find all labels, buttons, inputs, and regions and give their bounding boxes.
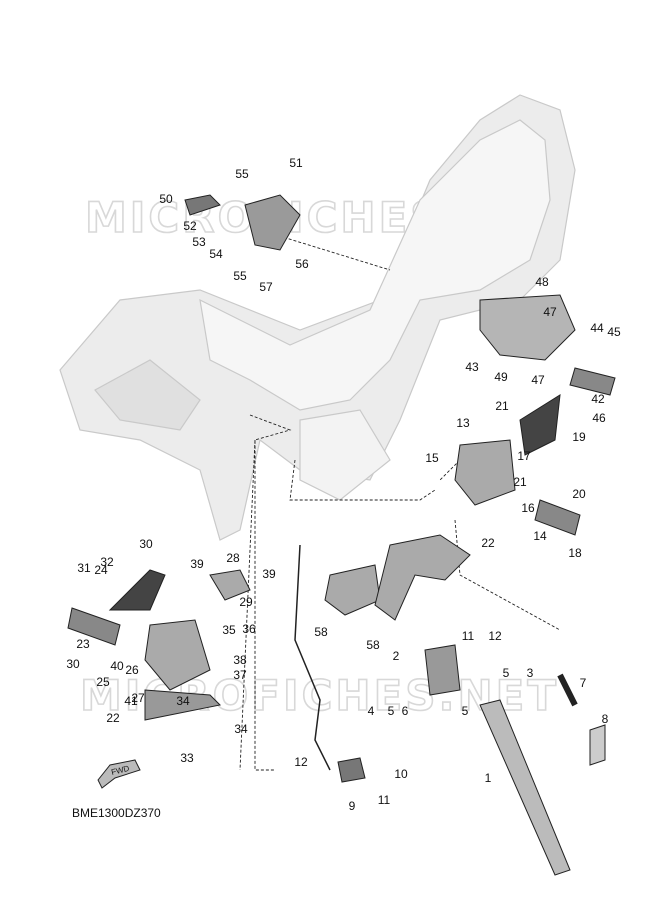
- callout-51: 51: [289, 156, 303, 170]
- callout-8: 8: [602, 712, 609, 726]
- callout-19: 19: [572, 430, 586, 444]
- callout-39: 39: [262, 567, 276, 581]
- parts: [67, 194, 616, 876]
- rear-footrest-bracket: [244, 194, 301, 251]
- callout-32: 32: [100, 555, 114, 569]
- callout-34: 34: [234, 722, 248, 736]
- footrest-peg-left: [67, 607, 121, 646]
- sidestand: [479, 699, 571, 876]
- footrest-bracket-right: [454, 439, 516, 506]
- heel-guard-right: [519, 394, 561, 456]
- callout-48: 48: [535, 275, 549, 289]
- callout-44: 44: [590, 321, 604, 335]
- fwd-label: FWD: [110, 764, 130, 777]
- callout-43: 43: [465, 360, 479, 374]
- callout-30: 30: [66, 657, 80, 671]
- callout-22: 22: [481, 536, 495, 550]
- callout-14: 14: [533, 529, 547, 543]
- callout-5: 5: [462, 704, 469, 718]
- rear-footrest-bracket-right: [479, 294, 576, 361]
- callout-1: 1: [485, 771, 492, 785]
- rod: [589, 724, 606, 766]
- callout-17: 17: [517, 449, 531, 463]
- callout-41: 41: [124, 694, 138, 708]
- callout-25: 25: [96, 675, 110, 689]
- callout-9: 9: [349, 799, 356, 813]
- callout-3: 3: [527, 666, 534, 680]
- callout-23: 23: [76, 637, 90, 651]
- callout-38: 38: [233, 653, 247, 667]
- callout-46: 46: [592, 411, 606, 425]
- callout-50: 50: [159, 192, 173, 206]
- callout-15: 15: [425, 451, 439, 465]
- callout-56: 56: [295, 257, 309, 271]
- callout-30: 30: [139, 537, 153, 551]
- callout-20: 20: [572, 487, 586, 501]
- callout-18: 18: [568, 546, 582, 560]
- callout-11: 11: [378, 793, 391, 807]
- callout-27: 27: [131, 691, 145, 705]
- callout-52: 52: [183, 219, 197, 233]
- sidestand-mount: [424, 644, 461, 696]
- callout-55: 55: [233, 269, 247, 283]
- callout-28: 28: [226, 551, 240, 565]
- callout-7: 7: [580, 676, 587, 690]
- callout-12: 12: [488, 629, 502, 643]
- sidestand-bracket: [324, 564, 381, 616]
- callout-57: 57: [259, 280, 273, 294]
- callout-29: 29: [239, 595, 253, 609]
- callout-4: 4: [368, 704, 375, 718]
- mount-bracket: [374, 534, 471, 621]
- callout-22: 22: [106, 711, 120, 725]
- callout-2: 2: [393, 649, 400, 663]
- callout-42: 42: [591, 392, 605, 406]
- callout-47: 47: [543, 305, 557, 319]
- callout-55: 55: [235, 167, 249, 181]
- sidestand-spring: [557, 673, 578, 707]
- fwd-arrow: FWD: [97, 759, 141, 789]
- switch-cable: [294, 544, 331, 771]
- callout-21: 21: [513, 475, 527, 489]
- rear-footrest-peg-right: [569, 367, 616, 396]
- callout-12: 12: [294, 755, 308, 769]
- callout-47: 47: [531, 373, 545, 387]
- brake-switch-bracket: [209, 569, 251, 601]
- callout-58: 58: [366, 638, 380, 652]
- footrest-peg-right: [534, 499, 581, 536]
- callout-39: 39: [190, 557, 204, 571]
- callout-10: 10: [394, 767, 408, 781]
- callout-26: 26: [125, 663, 139, 677]
- callout-58: 58: [314, 625, 328, 639]
- callout-33: 33: [180, 751, 194, 765]
- frame-outline: [59, 94, 576, 541]
- rear-footrest-peg-left: [184, 194, 221, 216]
- callout-49: 49: [494, 370, 508, 384]
- brake-pedal: [144, 689, 222, 721]
- callout-34: 34: [176, 694, 190, 708]
- callout-36: 36: [242, 622, 256, 636]
- callout-21: 21: [495, 399, 509, 413]
- callout-11: 11: [462, 629, 475, 643]
- diagram-code: BME1300DZ370: [72, 806, 161, 820]
- callout-31: 31: [77, 561, 91, 575]
- callout-5: 5: [503, 666, 510, 680]
- callout-53: 53: [192, 235, 206, 249]
- callout-45: 45: [607, 325, 621, 339]
- callout-16: 16: [521, 501, 535, 515]
- callout-13: 13: [456, 416, 470, 430]
- callout-6: 6: [402, 704, 409, 718]
- callout-40: 40: [110, 659, 124, 673]
- callout-5: 5: [388, 704, 395, 718]
- footrest-bracket-left: [144, 619, 211, 691]
- sidestand-switch: [337, 757, 366, 783]
- heel-guard-left: [108, 569, 166, 611]
- callout-35: 35: [222, 623, 236, 637]
- callout-54: 54: [209, 247, 223, 261]
- callout-37: 37: [233, 668, 247, 682]
- callout-24: 24: [94, 563, 108, 577]
